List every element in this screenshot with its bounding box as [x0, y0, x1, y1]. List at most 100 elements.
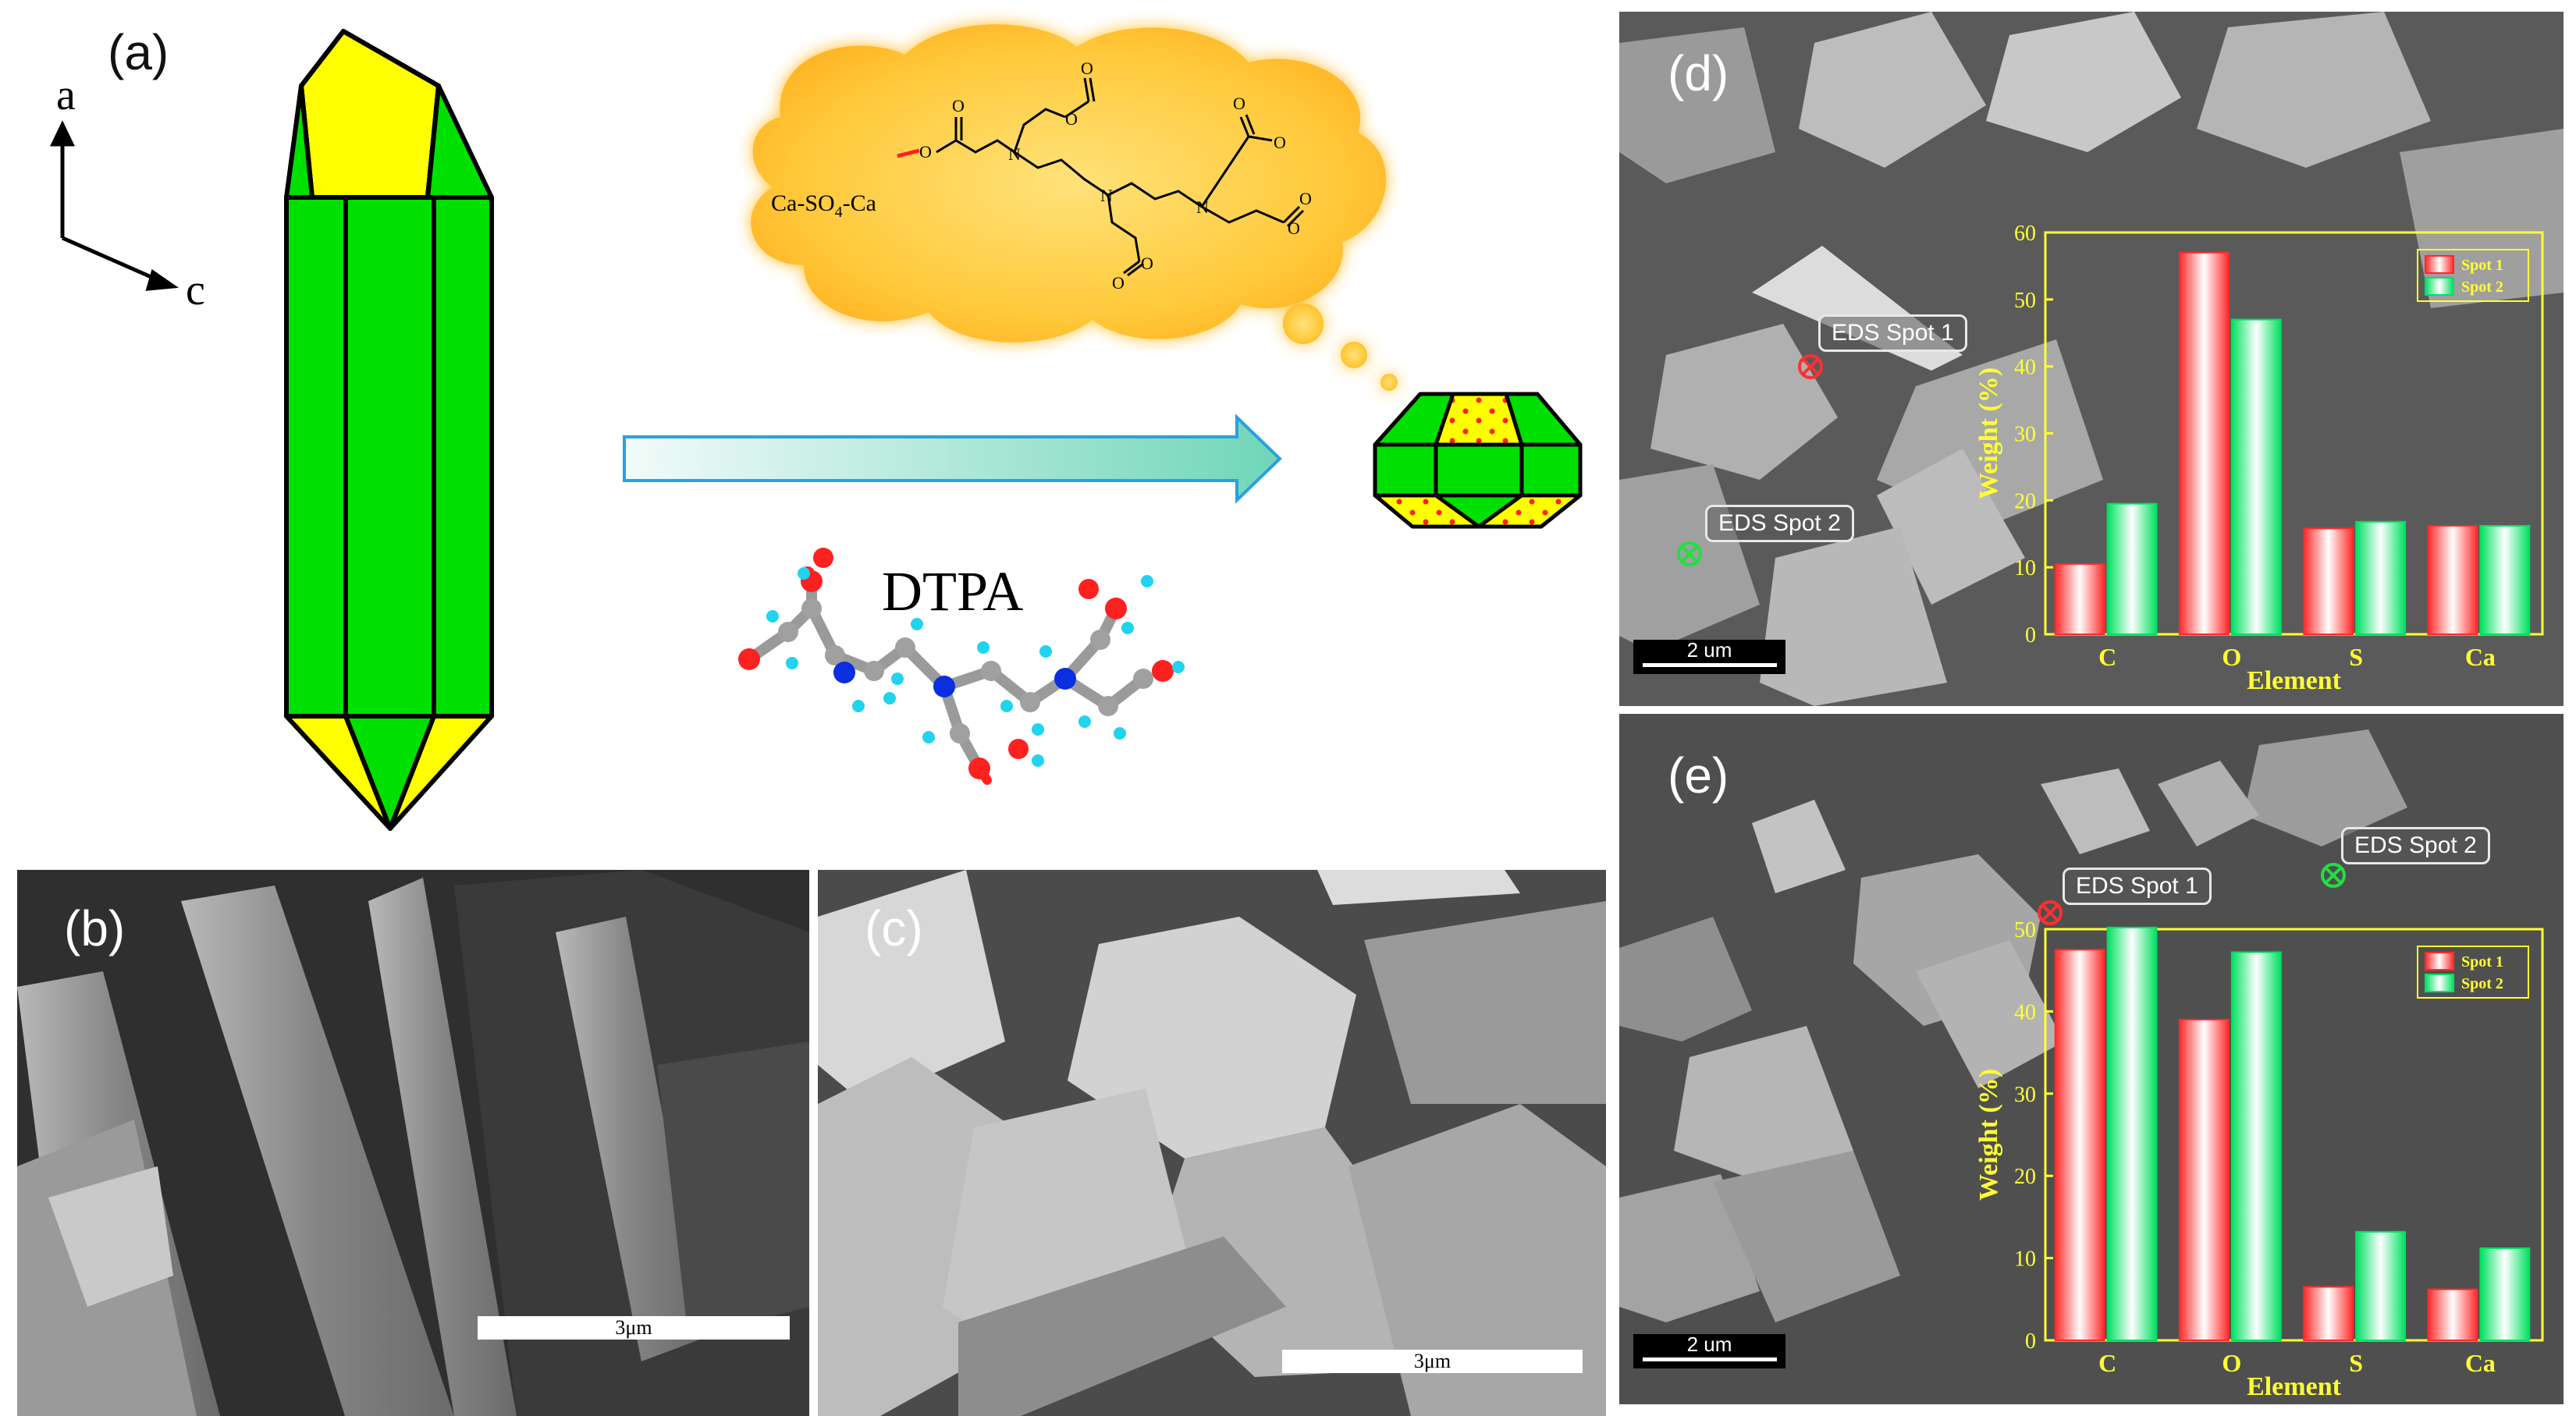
chart-e-bar-Ca-1 — [2479, 1247, 2531, 1342]
svg-text:O: O — [919, 142, 932, 161]
chart-d-ytick-label-1: 10 — [2014, 556, 2036, 580]
panel-e-label: (e) — [1668, 747, 1729, 804]
truncated-crystal — [1373, 392, 1583, 529]
elongated-crystal — [284, 29, 494, 831]
chart-d-xtick-label-0: C — [2098, 643, 2116, 671]
axis-c-label: c — [186, 266, 205, 314]
svg-text:O: O — [1274, 133, 1286, 152]
panel-e-scalebar-line — [1643, 1357, 1777, 1361]
panel-c-label: (c) — [865, 900, 923, 956]
chart-d-legend-label-0: Spot 1 — [2461, 257, 2503, 274]
chart-e-ytick-label-3: 30 — [2014, 1083, 2036, 1107]
chart-e-bar-O-1 — [2230, 951, 2282, 1341]
chart-d-xlabel: Element — [2247, 666, 2342, 695]
svg-text:O: O — [1112, 273, 1125, 293]
panel-e-spot1-tag: EDS Spot 1 — [2063, 868, 2212, 905]
svg-text:O: O — [1288, 218, 1300, 238]
panel-d-spot2-marker — [1677, 541, 1702, 566]
chart-e-legend-swatch-0 — [2425, 952, 2454, 971]
dtpa-molecule — [738, 548, 1185, 785]
chart-d-legend-swatch-1 — [2425, 277, 2454, 296]
svg-text:N: N — [1196, 197, 1209, 217]
chart-d-xtick-label-2: S — [2349, 643, 2363, 671]
panel-d-spot1-marker — [1798, 354, 1823, 379]
panel-a-label: (a) — [108, 24, 169, 80]
chart-d-legend-swatch-0 — [2425, 255, 2454, 274]
panel-b: (b) 3μm — [17, 870, 809, 1416]
chart-e-ytick-label-0: 0 — [2025, 1329, 2036, 1354]
panel-d-sem-image — [1619, 12, 2564, 706]
chart-e-xlabel: Element — [2247, 1372, 2342, 1401]
chart-d-legend — [2417, 249, 2529, 302]
chart-d-bar-S-0 — [2303, 527, 2354, 636]
chart-d-ytick-label-2: 20 — [2014, 489, 2036, 513]
chart-e-bar-Ca-0 — [2427, 1288, 2478, 1341]
chart-e-ytick-label-5: 50 — [2014, 918, 2036, 942]
thought-bubble — [751, 24, 1398, 391]
chart-e-legend-label-1: Spot 2 — [2461, 975, 2503, 992]
panel-a: (a) — [0, 0, 1615, 858]
bubble-atom-labels: O O N O O N N O O O O O O — [919, 59, 1312, 293]
panel-d-spot2-tag: EDS Spot 2 — [1705, 505, 1854, 542]
panel-c-scalebar-label: 3μm — [1413, 1350, 1451, 1372]
chart-d-bar-Ca-1 — [2479, 524, 2531, 636]
crystal-axes — [50, 120, 179, 291]
svg-text:N: N — [1008, 144, 1021, 164]
chart-e-plot-frame — [2044, 928, 2544, 1342]
panel-d-scalebar-label: 2 um — [1686, 638, 1732, 662]
molecule-name: DTPA — [882, 560, 1023, 623]
chart-d-bar-C-0 — [2054, 562, 2105, 635]
chart-e-ytick-label-2: 20 — [2014, 1165, 2036, 1189]
panel-e-spot1-marker — [2038, 900, 2063, 925]
chart-d-bar-O-0 — [2178, 251, 2230, 635]
svg-text:O: O — [952, 96, 965, 115]
chart-e-xtick-label-3: Ca — [2465, 1349, 2496, 1377]
panel-d-spot-markers — [1677, 354, 1823, 566]
panel-b-scalebar — [478, 1316, 790, 1340]
reaction-arrow — [623, 413, 1282, 504]
chart-d-xtick-label-1: O — [2222, 643, 2241, 671]
chart-d-bar-O-1 — [2230, 318, 2282, 635]
chart-e-bar-C-1 — [2106, 926, 2158, 1341]
chart-e-legend — [2417, 946, 2529, 999]
chart-d-bar-Ca-0 — [2427, 524, 2478, 636]
chart-d-ytick-label-0: 0 — [2025, 623, 2036, 648]
bubble-skeletal-formula — [897, 77, 1305, 277]
chart-e-xtick-label-0: C — [2098, 1349, 2116, 1377]
bubble-formula-text: Ca-SO4-Ca — [771, 190, 876, 221]
svg-text:O: O — [1081, 59, 1093, 78]
chart-d-ytick-label-4: 40 — [2014, 356, 2036, 380]
panel-e-scalebar — [1633, 1334, 1785, 1368]
chart-d-xtick-label-3: Ca — [2465, 643, 2496, 671]
svg-text:O: O — [1141, 254, 1153, 273]
chart-e-xtick-label-2: S — [2349, 1349, 2363, 1377]
panel-c-sem-image — [818, 870, 1606, 1416]
panel-d-label: (d) — [1668, 45, 1729, 101]
chart-d-bar-C-1 — [2106, 502, 2158, 635]
chart-d-legend-label-1: Spot 2 — [2461, 279, 2503, 296]
panel-c-scalebar — [1282, 1350, 1583, 1373]
chart-e-bar-O-0 — [2178, 1018, 2230, 1341]
chart-e-ylabel: Weight (%) — [1974, 1069, 2003, 1201]
panel-e-spot2-marker — [2321, 863, 2346, 888]
chart-d-ylabel: Weight (%) — [1974, 367, 2003, 499]
panel-e-spot2-tag: EDS Spot 2 — [2341, 827, 2490, 864]
chart-e-bar-S-0 — [2303, 1286, 2354, 1341]
svg-text:O: O — [1233, 94, 1245, 113]
panel-b-label: (b) — [64, 900, 126, 956]
svg-text:O: O — [1299, 189, 1312, 208]
panel-c: (c) 3μm — [818, 870, 1606, 1416]
chart-d-ytick-label-3: 30 — [2014, 423, 2036, 447]
chart-d-ytick-label-6: 60 — [2014, 222, 2036, 246]
axis-a-label: a — [56, 71, 76, 119]
svg-text:N: N — [1100, 186, 1113, 205]
chart-e-bar-S-1 — [2355, 1230, 2407, 1342]
chart-e-legend-label-0: Spot 1 — [2461, 953, 2503, 971]
chart-e-bar-C-0 — [2054, 949, 2105, 1341]
chart-e-xtick-label-1: O — [2222, 1349, 2241, 1377]
panel-e-spot-markers — [2038, 863, 2346, 925]
panel-d-scalebar — [1633, 640, 1785, 674]
panel-e-scalebar-label: 2 um — [1686, 1333, 1732, 1356]
